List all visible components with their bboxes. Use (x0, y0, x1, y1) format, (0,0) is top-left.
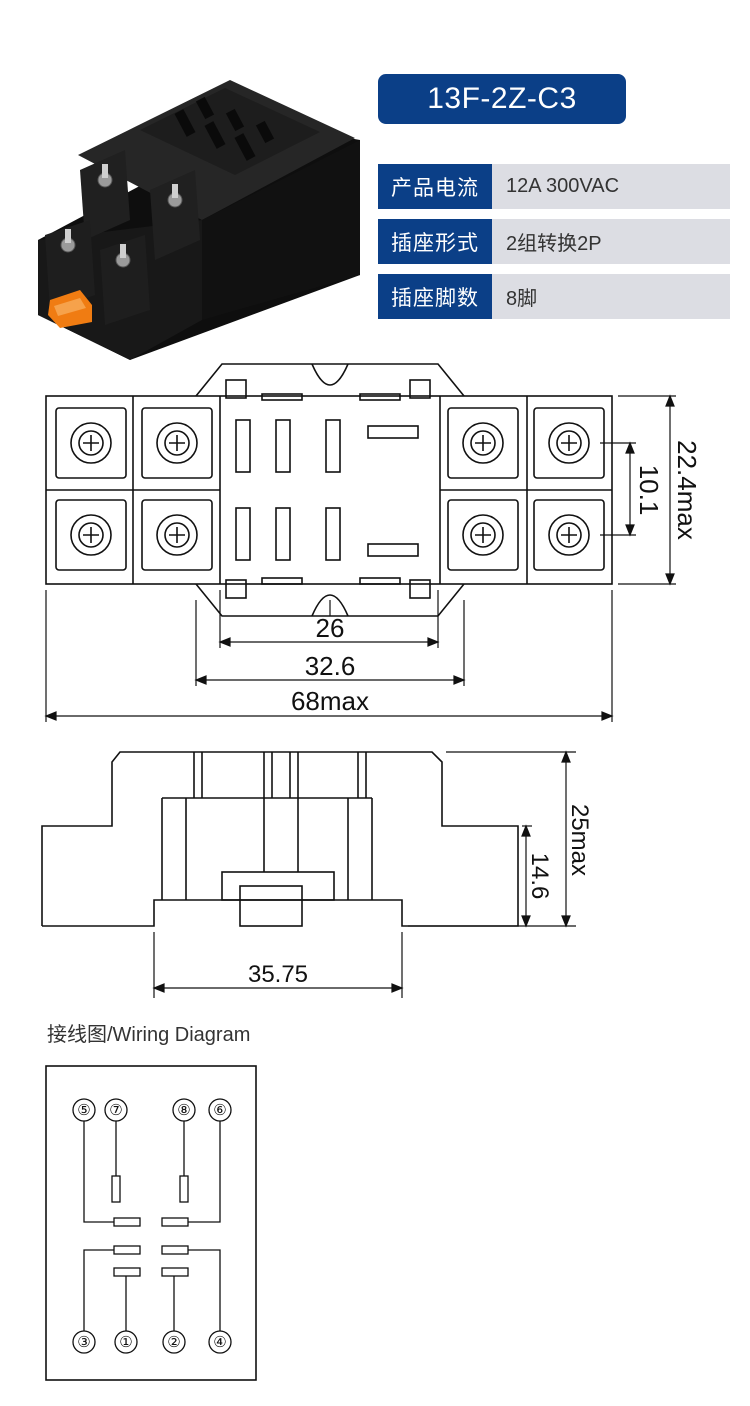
spec-value: 8脚 (492, 274, 730, 319)
spec-row-socket-type: 插座形式 2组转换2P (378, 219, 730, 264)
side-view-drawing: 25max 14.6 35.75 (41, 750, 593, 998)
dim-overall-length: 68max (291, 686, 369, 716)
spec-value: 2组转换2P (492, 219, 730, 264)
terminal-4-label: ④ (213, 1333, 226, 1351)
top-view-drawing: 26 32.6 68max 10.1 22.4max (44, 363, 702, 722)
terminal-1-label: ① (119, 1333, 132, 1351)
spec-key: 插座形式 (378, 219, 492, 264)
dim-inner-pin-spacing: 26 (316, 613, 345, 643)
model-number: 13F-2Z-C3 (427, 82, 577, 115)
relay-socket-photo (38, 80, 360, 360)
terminal-8-label: ⑧ (177, 1101, 190, 1119)
terminal-5-label: ⑤ (77, 1101, 90, 1119)
dim-body-width: 32.6 (305, 651, 356, 681)
terminal-2-label: ② (167, 1333, 180, 1351)
spec-key: 产品电流 (378, 164, 492, 209)
dim-base-width: 35.75 (248, 961, 308, 988)
wiring-diagram-title: 接线图/Wiring Diagram (47, 1024, 251, 1046)
dim-overall-width: 22.4max (672, 440, 702, 540)
dim-terminal-pitch: 10.1 (634, 465, 664, 516)
model-badge: 13F-2Z-C3 (378, 74, 626, 124)
terminal-6-label: ⑥ (213, 1101, 226, 1119)
terminal-3-label: ③ (77, 1333, 90, 1351)
spec-key: 插座脚数 (378, 274, 492, 319)
spec-row-current: 产品电流 12A 300VAC (378, 164, 730, 209)
terminal-7-label: ⑦ (109, 1101, 122, 1119)
dim-height: 25max (566, 804, 593, 876)
spec-value: 12A 300VAC (492, 164, 730, 209)
dim-step-height: 14.6 (526, 853, 553, 900)
wiring-diagram: ⑤ ⑦ ⑧ ⑥ ③ ① ② ④ (45, 1065, 257, 1381)
spec-row-pin-count: 插座脚数 8脚 (378, 274, 730, 319)
